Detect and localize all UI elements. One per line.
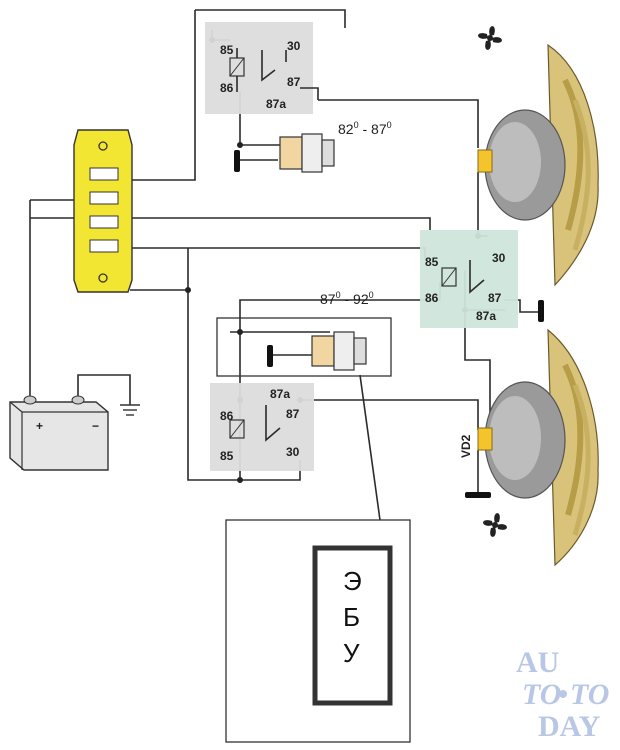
relay-top-86: 86 (220, 81, 234, 95)
logo-to-2: TO (570, 678, 609, 711)
ground-bars (234, 150, 544, 498)
relay-bottom: 86 85 87a 87 30 (210, 383, 314, 471)
relay-bottom-86: 86 (220, 409, 234, 423)
fan-label: VD2 (459, 434, 473, 458)
battery-plus: + (36, 419, 43, 433)
sensor-top-label: 820 - 870 (338, 120, 392, 137)
fan-symbol-bottom (483, 513, 507, 537)
relay-bottom-85: 85 (220, 449, 234, 463)
site-logo: AU TO TO DAY (516, 646, 609, 743)
ground-symbol (120, 404, 140, 416)
ecu-letter-1: Э (343, 566, 362, 596)
logo-au: AU (516, 646, 559, 679)
logo-day: DAY (538, 710, 601, 743)
relay-bottom-87a: 87a (270, 387, 290, 401)
ecu-letter-2: Б (343, 602, 360, 632)
relay-mid-85: 85 (425, 255, 439, 269)
relay-mid-30: 30 (492, 251, 506, 265)
ecu-panel: Э Б У (225, 519, 411, 743)
relay-mid-87a: 87a (476, 309, 496, 323)
fan-bottom: VD2 (459, 328, 599, 567)
fuse-box (73, 129, 133, 293)
battery-minus: − (92, 419, 99, 433)
relay-mid: 85 86 30 87 87a (420, 230, 518, 328)
relay-top-85: 85 (220, 43, 234, 57)
relay-mid-86: 86 (425, 291, 439, 305)
sensor-bottom: 870 - 920 (216, 290, 392, 377)
logo-to-1: TO (522, 678, 561, 711)
sensor-top: 820 - 870 (279, 120, 392, 173)
fan-symbol-top (478, 26, 502, 50)
relay-mid-87: 87 (488, 291, 502, 305)
relay-top: 85 86 30 87 87a (205, 22, 319, 114)
ecu-letter-3: У (343, 638, 360, 668)
relay-top-30: 30 (287, 39, 301, 53)
fan-top (477, 43, 599, 287)
relay-bottom-87: 87 (286, 407, 300, 421)
relay-top-87: 87 (287, 75, 301, 89)
relay-bottom-30: 30 (286, 445, 300, 459)
battery: + − (9, 395, 109, 471)
sensor-bottom-label: 870 - 920 (320, 290, 374, 307)
relay-top-87a: 87a (266, 97, 286, 111)
